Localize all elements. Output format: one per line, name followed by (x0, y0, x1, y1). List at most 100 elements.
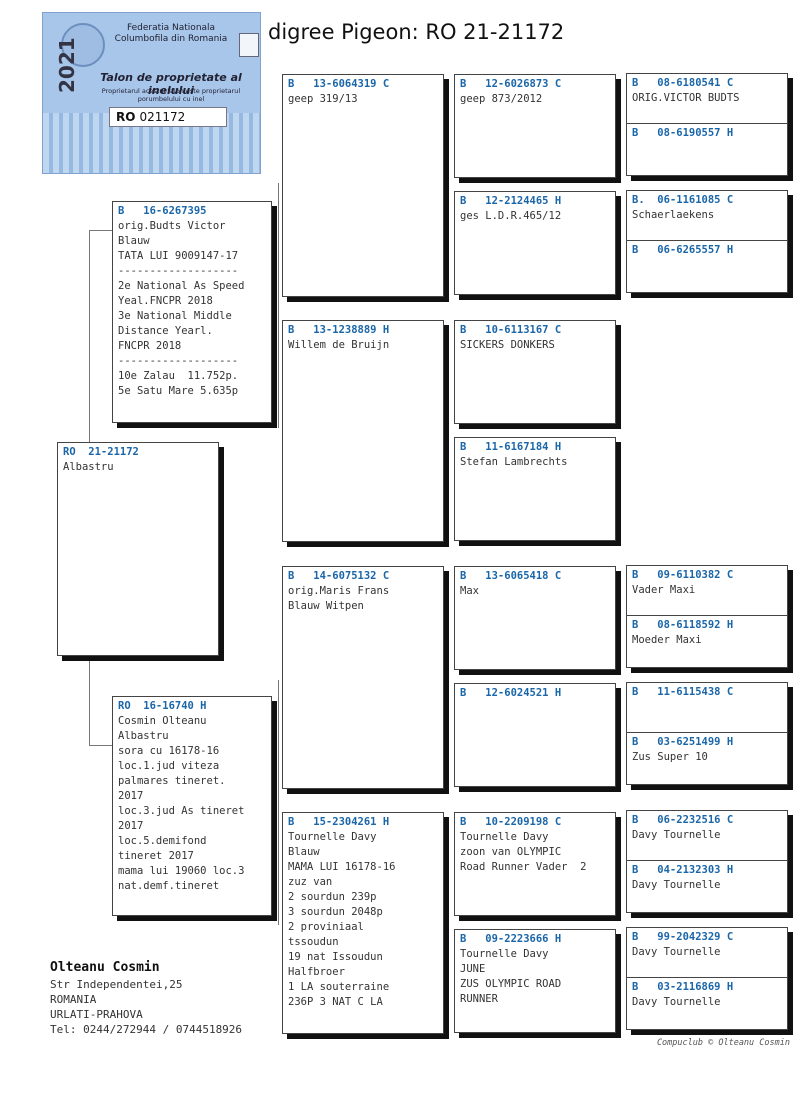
divider (627, 860, 787, 861)
divider (627, 240, 787, 241)
gen4-pair-box: B 08-6180541 C ORIG.VICTOR BUDTS B 08-61… (626, 73, 788, 176)
owner-line: URLATI-PRAHOVA (50, 1008, 143, 1021)
pedigree-line: ges L.D.R.465/12 (460, 210, 562, 222)
card-federation: Federatia Nationala Columbofila din Roma… (114, 23, 228, 44)
pedigree-line: SICKERS DONKERS (460, 339, 555, 351)
pedigree-line: palmares tineret. (118, 775, 226, 787)
ring-number: B 12-6026873 C (460, 78, 562, 90)
divider (627, 123, 787, 124)
ring-number: B 14-6075132 C (288, 570, 390, 582)
pedigree-line: Cosmin Olteanu (118, 715, 207, 727)
ring-number: RO 21-21172 (63, 446, 139, 458)
owner-block: Olteanu Cosmin Str Independentei,25 ROMA… (50, 960, 242, 1037)
pedigree-line: nat.demf.tineret (118, 880, 220, 892)
pedigree-line: Max (460, 585, 479, 597)
pedigree-line: orig.Maris Frans (288, 585, 390, 597)
granddam-maternal-box: B 15-2304261 H Tournelle Davy Blauw MAMA… (282, 812, 444, 1034)
pedigree-line: ------------------- (118, 355, 239, 367)
gen4-bottom: B 04-2132303 H Davy Tournelle (627, 861, 787, 895)
connector-line (278, 680, 279, 925)
ring-number: B 12-6024521 H (460, 687, 562, 699)
gen4-pair-box: B 99-2042329 C Davy Tournelle B 03-21168… (626, 927, 788, 1030)
pedigree-line: geep 873/2012 (460, 93, 543, 105)
pedigree-line: Yeal.FNCPR 2018 (118, 295, 213, 307)
gen3-box: B 12-6026873 C geep 873/2012 (454, 74, 616, 178)
owner-line: ROMANIA (50, 993, 97, 1006)
ring-number: B 08-6118592 H (632, 619, 734, 631)
gen4-top: B 99-2042329 C Davy Tournelle (627, 928, 787, 962)
pedigree-line: ORIG.VICTOR BUDTS (632, 92, 740, 104)
gen3-box: B 09-2223666 H Tournelle Davy JUNE ZUS O… (454, 929, 616, 1033)
pedigree-line: 3 sourdun 2048p (288, 906, 383, 918)
pedigree-line: 2017 (118, 790, 144, 802)
connector-line (89, 655, 90, 745)
card-ring-prefix: RO (116, 110, 136, 124)
gen3-box: B 12-2124465 H ges L.D.R.465/12 (454, 191, 616, 295)
pedigree-line: mama lui 19060 loc.3 (118, 865, 245, 877)
dam-box: RO 16-16740 H Cosmin Olteanu Albastru so… (112, 696, 272, 916)
pedigree-line: 10e Zalau 11.752p. (118, 370, 239, 382)
pedigree-line: Willem de Bruijn (288, 339, 390, 351)
divider (627, 615, 787, 616)
pedigree-line: Distance Yearl. (118, 325, 213, 337)
page-title: digree Pigeon: RO 21-21172 (268, 20, 565, 44)
pedigree-line: ------------------- (118, 265, 239, 277)
pedigree-line: ZUS OLYMPIC ROAD (460, 978, 562, 990)
ring-number: B 15-2304261 H (288, 816, 390, 828)
pedigree-line: 3e National Middle (118, 310, 232, 322)
pedigree-line: Vader Maxi (632, 584, 696, 596)
ring-number: B 99-2042329 C (632, 931, 734, 943)
ring-number: B 10-2209198 C (460, 816, 562, 828)
gen4-pair-box: B 09-6110382 C Vader Maxi B 08-6118592 H… (626, 565, 788, 668)
pedigree-line: 2 proviniaal (288, 921, 364, 933)
pedigree-line: geep 319/13 (288, 93, 358, 105)
ring-number: B 12-2124465 H (460, 195, 562, 207)
connector-line (89, 230, 90, 442)
pedigree-line: Albastru (63, 461, 114, 473)
owner-name: Olteanu Cosmin (50, 960, 160, 975)
ring-number: B 10-6113167 C (460, 324, 562, 336)
pedigree-line: loc.3.jud As tineret (118, 805, 245, 817)
ring-number: B 16-6267395 (118, 205, 207, 217)
ring-number: B 13-1238889 H (288, 324, 390, 336)
pedigree-line: Blauw (118, 235, 150, 247)
divider (627, 732, 787, 733)
ring-number: B 11-6167184 H (460, 441, 562, 453)
ring-number: B 06-6265557 H (632, 244, 734, 256)
pedigree-line: Moeder Maxi (632, 634, 702, 646)
ring-number: B 08-6180541 C (632, 77, 734, 89)
pedigree-line: sora cu 16178-16 (118, 745, 220, 757)
pedigree-line: TATA LUI 9009147-17 (118, 250, 239, 262)
gen4-bottom: B 08-6190557 H (627, 124, 787, 143)
card-year: 2021 (55, 37, 79, 93)
gen4-bottom: B 03-2116869 H Davy Tournelle (627, 978, 787, 1012)
pedigree-line: Schaerlaekens (632, 209, 715, 221)
pedigree-line: 2017 (118, 820, 144, 832)
gen4-bottom: B 03-6251499 H Zus Super 10 (627, 733, 787, 767)
sire-box: B 16-6267395 orig.Budts Victor Blauw TAT… (112, 201, 272, 423)
pedigree-line: Blauw Witpen (288, 600, 364, 612)
pedigree-line: Tournelle Davy (460, 831, 549, 843)
pedigree-line: tineret 2017 (118, 850, 194, 862)
pedigree-line: orig.Budts Victor (118, 220, 226, 232)
ring-number: B 11-6115438 C (632, 686, 734, 698)
ring-number: B 03-6251499 H (632, 736, 734, 748)
grandsire-maternal-box: B 14-6075132 C orig.Maris Frans Blauw Wi… (282, 566, 444, 789)
gen4-bottom: B 06-6265557 H (627, 241, 787, 260)
pedigree-line: Davy Tournelle (632, 996, 721, 1008)
pedigree-line: 2 sourdun 239p (288, 891, 377, 903)
connector-line (89, 230, 113, 231)
pedigree-line: 19 nat Issoudun (288, 951, 383, 963)
gen3-box: B 11-6167184 H Stefan Lambrechts (454, 437, 616, 541)
card-talon-title: Talon de proprietate al inelului (100, 71, 242, 97)
federation-emblem-icon (61, 23, 105, 67)
footer-credit: Compuclub © Olteanu Cosmin (656, 1038, 790, 1048)
pedigree-line: Zus Super 10 (632, 751, 708, 763)
pedigree-line: Blauw (288, 846, 320, 858)
gen4-top: B 06-2232516 C Davy Tournelle (627, 811, 787, 845)
gen4-pair-box: B. 06-1161085 C Schaerlaekens B 06-62655… (626, 190, 788, 293)
pedigree-line: loc.5.demifond (118, 835, 207, 847)
gen4-pair-box: B 11-6115438 C B 03-6251499 H Zus Super … (626, 682, 788, 785)
owner-line: Str Independentei,25 (50, 978, 183, 991)
